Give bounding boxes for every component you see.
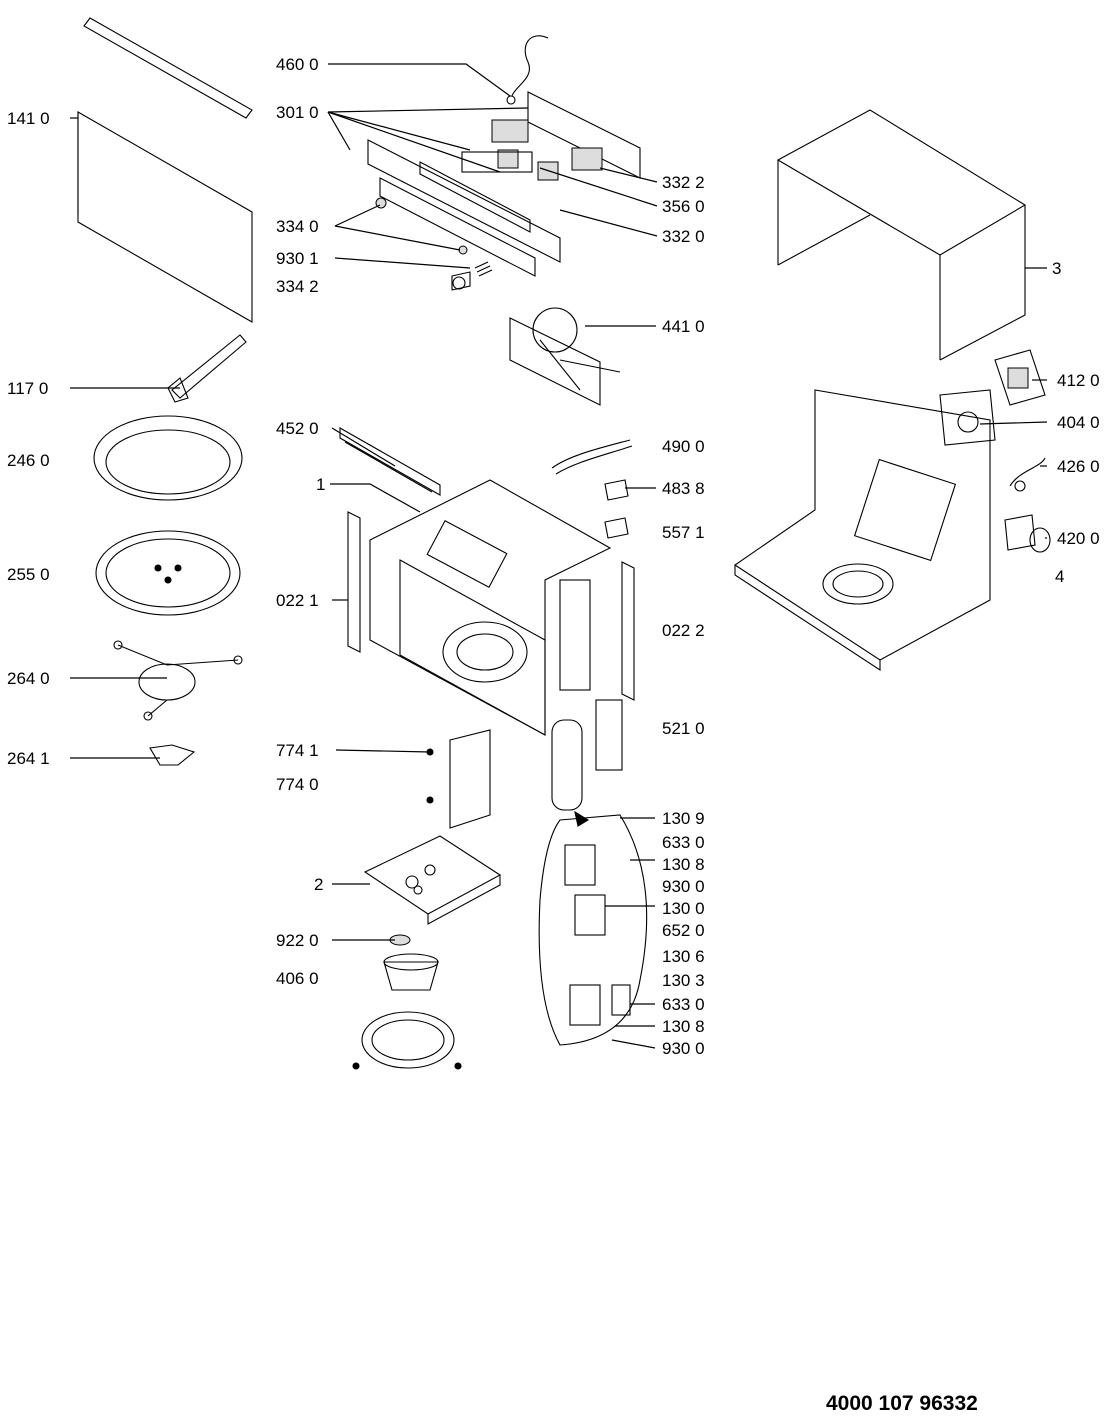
lamp-wire-part — [551, 439, 633, 475]
coupler-part — [149, 744, 196, 766]
label-1: 1 — [316, 475, 325, 494]
label-633-0-a: 633 0 — [662, 833, 705, 852]
magnetron-part — [939, 389, 996, 446]
label-334-2: 334 2 — [276, 277, 319, 296]
left-rail-part — [347, 511, 361, 653]
door-handle-part — [167, 334, 247, 403]
label-426-0: 426 0 — [1057, 457, 1100, 476]
label-774-0: 774 0 — [276, 775, 319, 794]
door-switch-detail — [538, 810, 648, 1046]
shield-plate-part — [426, 729, 491, 829]
thermal-cutout-part — [1009, 457, 1046, 492]
bottom-plate-part — [363, 835, 502, 925]
label-490-0: 490 0 — [662, 437, 705, 456]
label-130-3: 130 3 — [662, 971, 705, 990]
label-130-9: 130 9 — [662, 809, 705, 828]
lamp-part — [604, 517, 629, 539]
label-130-6: 130 6 — [662, 947, 705, 966]
heating-element-part — [339, 427, 441, 496]
switch-bracket-part — [551, 699, 623, 811]
label-521-0: 521 0 — [662, 719, 705, 738]
door-panel-part — [77, 17, 253, 323]
label-264-1: 264 1 — [7, 749, 50, 768]
cavity-part — [369, 479, 612, 736]
roller-ring-part — [93, 415, 243, 501]
label-404-0: 404 0 — [1057, 413, 1100, 432]
leader-lines — [70, 63, 1048, 1049]
outer-cover-part — [776, 109, 1027, 361]
label-117-0: 117 0 — [7, 379, 48, 398]
label-022-2: 022 2 — [662, 621, 705, 640]
knob-spring-part — [375, 197, 493, 291]
label-3: 3 — [1052, 259, 1061, 278]
motor-bracket-part — [509, 307, 621, 406]
label-406-0: 406 0 — [276, 969, 319, 988]
label-334-0: 334 0 — [276, 217, 319, 236]
label-930-1: 930 1 — [276, 249, 319, 268]
transformer-part — [994, 349, 1046, 406]
roller-support-part — [113, 640, 243, 721]
label-774-1: 774 1 — [276, 741, 319, 760]
label-2: 2 — [314, 875, 323, 894]
label-930-0-b: 930 0 — [662, 1039, 705, 1058]
label-633-0-b: 633 0 — [662, 995, 705, 1014]
label-452-0: 452 0 — [276, 419, 319, 438]
support-ring-part — [352, 1011, 462, 1070]
control-panel-part — [367, 91, 641, 277]
label-264-0: 264 0 — [7, 669, 50, 688]
right-rail-part — [621, 561, 635, 701]
label-420-0: 420 0 — [1057, 529, 1100, 548]
label-460-0: 460 0 — [276, 55, 319, 74]
callout-labels: 460 0 301 0 141 0 332 2 356 0 334 0 332 … — [7, 55, 1100, 1058]
label-930-0-a: 930 0 — [662, 877, 705, 896]
label-652-0: 652 0 — [662, 921, 705, 940]
lamp-socket-part — [604, 479, 629, 501]
fan-motor-part — [1004, 514, 1051, 553]
label-255-0: 255 0 — [7, 565, 50, 584]
label-141-0: 141 0 — [7, 109, 50, 128]
label-557-1: 557 1 — [662, 523, 705, 542]
label-441-0: 441 0 — [662, 317, 705, 336]
label-130-8-a: 130 8 — [662, 855, 705, 874]
glass-tray-part — [95, 530, 241, 616]
label-301-0: 301 0 — [276, 103, 319, 122]
base-chassis-part — [734, 389, 991, 672]
document-number: 4000 107 96332 — [826, 1392, 978, 1415]
label-130-8-b: 130 8 — [662, 1017, 705, 1036]
label-130-0: 130 0 — [662, 899, 705, 918]
label-356-0: 356 0 — [662, 197, 705, 216]
label-022-1: 022 1 — [276, 591, 319, 610]
turntable-motor-part — [383, 953, 439, 991]
label-332-0: 332 0 — [662, 227, 705, 246]
label-4: 4 — [1055, 567, 1064, 586]
wire-harness-part — [506, 35, 549, 105]
label-246-0: 246 0 — [7, 451, 50, 470]
label-412-0: 412 0 — [1057, 371, 1100, 390]
label-332-2: 332 2 — [662, 173, 705, 192]
label-922-0: 922 0 — [276, 931, 319, 950]
label-483-8: 483 8 — [662, 479, 705, 498]
